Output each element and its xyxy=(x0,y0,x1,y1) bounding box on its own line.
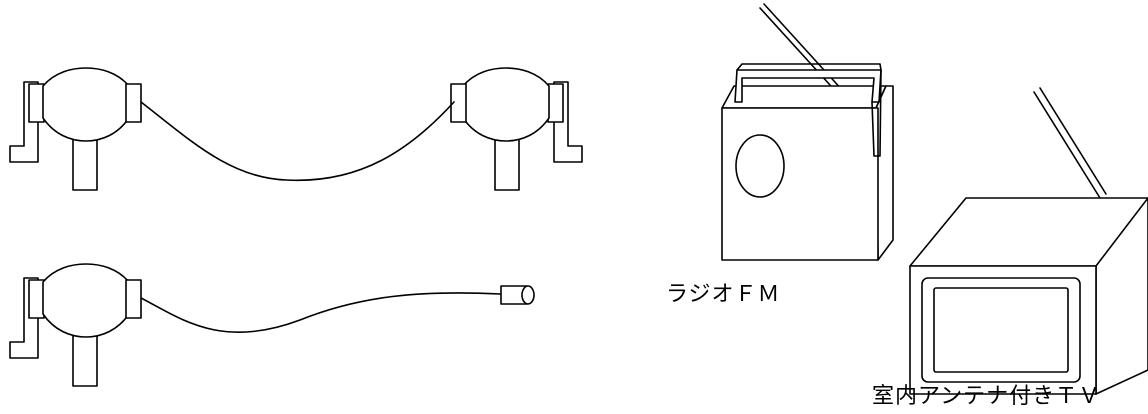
telephone-cable-bottom xyxy=(140,292,501,334)
tv-antenna-icon xyxy=(1033,91,1101,199)
telephone-icon-top-right xyxy=(450,67,583,191)
tv-with-indoor-antenna-label: 室内アンテナ付きＴＶ xyxy=(872,384,1102,409)
cable-plug-icon xyxy=(500,285,535,305)
telephone-cable-top xyxy=(140,101,455,182)
radio-fm-label: ラジオＦＭ xyxy=(666,282,781,307)
television-icon xyxy=(909,87,1148,395)
telephone-icon-top-left xyxy=(9,67,142,191)
telephone-icon-bottom xyxy=(9,263,142,387)
radio-icon xyxy=(721,3,894,261)
